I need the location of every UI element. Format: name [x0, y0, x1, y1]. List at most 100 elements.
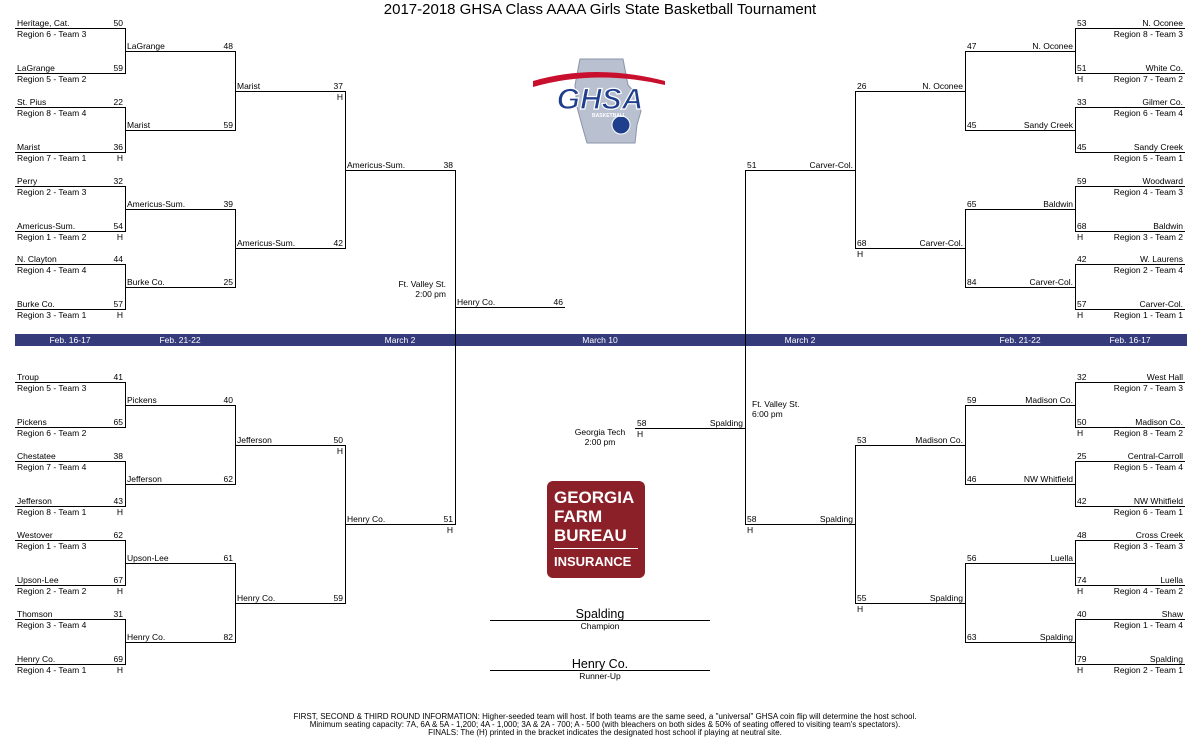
r2-left-team-6-score: 62 — [223, 474, 233, 484]
r1-right-team-16-name: Spalding — [1149, 654, 1183, 664]
r3-right-connector-1 — [855, 91, 856, 249]
final-team-1-score: 46 — [553, 297, 563, 307]
r2-right-team-4-score: 84 — [967, 277, 977, 287]
r2-right-team-2-name: Sandy Creek — [1023, 120, 1073, 130]
site-right-venue: Ft. Valley St. — [752, 399, 800, 409]
r3-right-team-1-name: N. Oconee — [922, 81, 963, 91]
r1-right-team-5-line — [1075, 186, 1185, 187]
r2-left-team-2-line — [125, 130, 235, 131]
r1-left-team-13-seed: Region 1 - Team 3 — [17, 541, 87, 551]
round-label-r1-right: Feb. 16-17 — [1109, 335, 1151, 345]
r2-right-team-2-score: 45 — [967, 120, 977, 130]
r1-right-team-13-score: 48 — [1077, 530, 1087, 540]
r3-right-team-4-score: 55 — [857, 593, 867, 603]
r2-left-team-6-line — [125, 484, 235, 485]
r2-right-team-1-line — [965, 51, 1075, 52]
r2-right-team-5-line — [965, 405, 1075, 406]
r3-left-team-4-line — [235, 603, 345, 604]
r1-right-team-14-line — [1075, 585, 1185, 586]
r1-right-team-16-host: H — [1077, 665, 1084, 675]
r4-left-team-1-name: Americus-Sum. — [347, 160, 406, 170]
r4-left-team-2-name: Henry Co. — [347, 514, 386, 524]
site-right-time: 6:00 pm — [752, 409, 783, 419]
r1-right-team-5-seed: Region 4 - Team 3 — [1113, 187, 1183, 197]
r3-right-team-3-line — [855, 445, 965, 446]
r1-right-team-6-name: Baldwin — [1153, 221, 1183, 231]
r1-left-team-15-name: Thomson — [17, 609, 53, 619]
r3-left-team-3-name: Jefferson — [237, 435, 272, 445]
r1-right-team-7-score: 42 — [1077, 254, 1087, 264]
r4-left-team-2-line — [345, 524, 455, 525]
r1-left-team-12-line — [15, 506, 125, 507]
r3-left-team-2-line — [235, 248, 345, 249]
r1-right-team-14-seed: Region 4 - Team 2 — [1113, 586, 1183, 596]
r1-right-team-8-line — [1075, 309, 1185, 310]
r1-left-team-7-line — [15, 264, 125, 265]
r1-left-team-6-host: H — [116, 232, 123, 242]
r1-right-team-3-seed: Region 6 - Team 4 — [1113, 108, 1183, 118]
r1-left-team-6-name: Americus-Sum. — [17, 221, 76, 231]
footer-line-1: FIRST, SECOND & THIRD ROUND INFORMATION:… — [293, 712, 917, 721]
r1-right-connector-8 — [1075, 619, 1076, 665]
r1-left-team-4-seed: Region 7 - Team 1 — [17, 153, 87, 163]
r1-left-team-8-host: H — [116, 310, 123, 320]
r2-right-team-5-name: Madison Co. — [1025, 395, 1073, 405]
r1-right-team-7-seed: Region 2 - Team 4 — [1113, 265, 1183, 275]
r3-right-team-4-line — [855, 603, 965, 604]
r1-left-team-8-name: Burke Co. — [17, 299, 55, 309]
r2-right-team-6-name: NW Whitfield — [1023, 474, 1073, 484]
r1-right-team-12-name: NW Whitfield — [1133, 496, 1183, 506]
r1-left-team-8-line — [15, 309, 125, 310]
r1-left-team-12-name: Jefferson — [17, 496, 52, 506]
r1-left-team-4-host: H — [116, 153, 123, 163]
r2-right-team-4-name: Carver-Col. — [1029, 277, 1073, 287]
r1-left-team-3-score: 22 — [113, 97, 123, 107]
champion-label: Champion — [580, 621, 620, 631]
r1-left-team-12-host: H — [116, 507, 123, 517]
r1-left-team-3-seed: Region 8 - Team 4 — [17, 108, 87, 118]
r1-left-team-5-seed: Region 2 - Team 3 — [17, 187, 87, 197]
r1-left-team-11-name: Chestatee — [17, 451, 56, 461]
r1-left-team-10-line — [15, 427, 125, 428]
r1-right-team-11-seed: Region 5 - Team 4 — [1113, 462, 1183, 472]
r1-right-team-2-name: White Co. — [1145, 63, 1183, 73]
r1-left-team-3-name: St. Pius — [17, 97, 47, 107]
r3-right-team-3-score: 53 — [857, 435, 867, 445]
r2-left-team-6-name: Jefferson — [127, 474, 162, 484]
sponsor-line-4: INSURANCE — [554, 554, 632, 569]
final-team-2-name: Spalding — [709, 418, 743, 428]
champion-name: Spalding — [575, 607, 625, 621]
round-label-r3-left: March 2 — [384, 335, 416, 345]
r1-right-team-3-line — [1075, 107, 1185, 108]
r1-left-team-16-score: 69 — [113, 654, 123, 664]
r2-left-team-1-name: LaGrange — [127, 41, 165, 51]
r4-right-team-2-score: 58 — [747, 514, 757, 524]
r3-right-team-2-score: 68 — [857, 238, 867, 248]
r3-left-team-3-score: 50 — [333, 435, 343, 445]
r3-left-team-3-host: H — [336, 446, 343, 456]
ghsa-logo-text: GHSA — [557, 83, 644, 116]
r2-left-team-5-line — [125, 405, 235, 406]
r1-right-team-11-score: 25 — [1077, 451, 1087, 461]
r2-left-team-2-score: 59 — [223, 120, 233, 130]
r1-right-connector-4 — [1075, 264, 1076, 310]
page-title: 2017-2018 GHSA Class AAAA Girls State Ba… — [383, 1, 817, 18]
r1-right-team-10-line — [1075, 427, 1185, 428]
r1-right-team-13-seed: Region 3 - Team 3 — [1113, 541, 1183, 551]
r1-left-team-7-score: 44 — [113, 254, 123, 264]
r1-left-team-12-score: 43 — [113, 496, 123, 506]
r1-left-team-1-line — [15, 28, 125, 29]
r1-right-team-8-host: H — [1077, 310, 1084, 320]
r4-left-team-2-host: H — [446, 525, 453, 535]
r2-left-team-3-score: 39 — [223, 199, 233, 209]
round-label-r2-left: Feb. 21-22 — [159, 335, 201, 345]
r1-right-team-8-name: Carver-Col. — [1139, 299, 1183, 309]
r1-right-team-10-host: H — [1077, 428, 1084, 438]
r2-right-team-8-score: 63 — [967, 632, 977, 642]
r1-left-team-4-name: Marist — [17, 142, 41, 152]
r2-left-team-3-name: Americus-Sum. — [127, 199, 186, 209]
r3-left-team-4-score: 59 — [333, 593, 343, 603]
r1-right-team-4-name: Sandy Creek — [1133, 142, 1183, 152]
r1-left-team-16-line — [15, 664, 125, 665]
r1-left-team-14-seed: Region 2 - Team 2 — [17, 586, 87, 596]
